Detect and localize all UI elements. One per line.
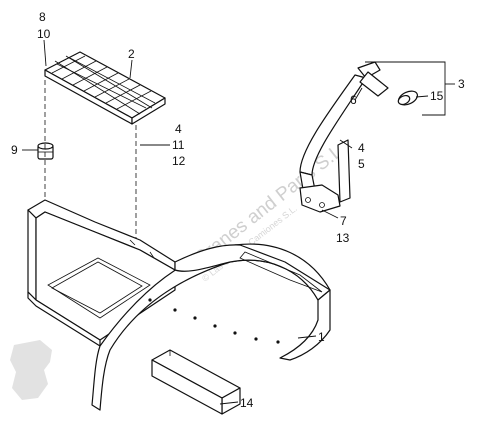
end-cap-part <box>397 90 419 106</box>
rubber-buffer-part <box>37 142 54 160</box>
callout-3: 3 <box>458 77 465 91</box>
watermark-map-icon <box>10 340 52 400</box>
callout-2: 2 <box>128 47 135 61</box>
callout-10: 10 <box>37 27 51 41</box>
callout-14: 14 <box>240 396 254 410</box>
callout-4-top: 4 <box>175 122 182 136</box>
rivets <box>148 298 280 344</box>
callout-13: 13 <box>336 231 350 245</box>
bracket-part <box>151 349 241 415</box>
callout-6: 6 <box>350 93 357 107</box>
callout-1: 1 <box>318 330 325 344</box>
callout-11: 11 <box>172 138 185 152</box>
tread-plate-part <box>44 51 166 125</box>
bracket-3 <box>365 61 446 116</box>
grab-handle-part <box>299 61 389 213</box>
callout-15: 15 <box>430 89 444 103</box>
leader-lines <box>22 39 455 405</box>
callout-5: 5 <box>358 157 365 171</box>
callout-9: 9 <box>11 143 18 157</box>
callout-8: 8 <box>39 10 46 24</box>
step-box-mudguard-part <box>27 199 331 411</box>
callout-12: 12 <box>172 154 186 168</box>
callout-4-right: 4 <box>358 141 365 155</box>
callout-7: 7 <box>340 214 347 228</box>
callouts: 8 10 2 9 4 11 12 3 15 6 4 5 7 13 1 14 <box>11 10 465 410</box>
